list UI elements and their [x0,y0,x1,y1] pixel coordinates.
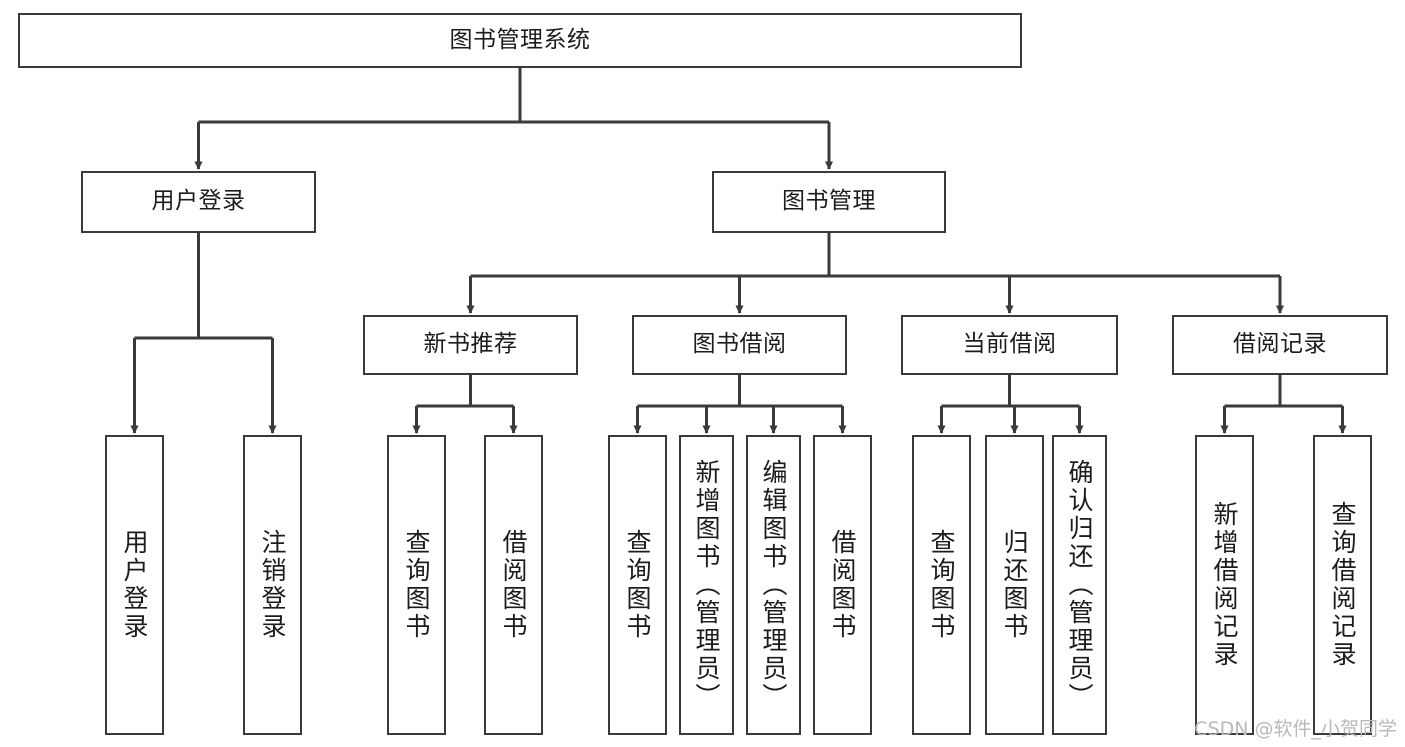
node-label: 注销登录 [258,529,287,641]
node-label: 新增图书（管理员） [692,459,721,711]
node-new-book-rec[interactable]: 新书推荐 [363,315,578,375]
node-leaf-return-book[interactable]: 归还图书 [985,435,1044,735]
node-leaf-query-record[interactable]: 查询借阅记录 [1313,435,1372,735]
node-book-borrow[interactable]: 图书借阅 [632,315,847,375]
node-leaf-confirm-return[interactable]: 确认归还（管理员） [1052,435,1107,735]
node-label: 借阅图书 [828,529,857,641]
node-leaf-add-record[interactable]: 新增借阅记录 [1195,435,1254,735]
node-leaf-user-logout[interactable]: 注销登录 [243,435,302,735]
node-label: 新增借阅记录 [1210,501,1239,669]
node-leaf-query-book-1[interactable]: 查询图书 [387,435,446,735]
node-label: 确认归还（管理员） [1065,459,1094,711]
node-current-borrow[interactable]: 当前借阅 [901,315,1118,375]
csdn-watermark: CSDN @软件_小贺同学 [1194,718,1397,740]
node-label: 查询图书 [623,529,652,641]
node-book-manage[interactable]: 图书管理 [712,171,946,233]
node-leaf-borrow-book-2[interactable]: 借阅图书 [813,435,872,735]
node-label: 图书管理系统 [449,26,591,53]
node-leaf-borrow-book-1[interactable]: 借阅图书 [484,435,543,735]
node-label: 新书推荐 [423,331,518,358]
node-label: 借阅图书 [499,529,528,641]
node-leaf-query-book-2[interactable]: 查询图书 [608,435,667,735]
node-label: 查询图书 [402,529,431,641]
node-label: 归还图书 [1000,529,1029,641]
node-root[interactable]: 图书管理系统 [18,13,1022,68]
node-leaf-user-login[interactable]: 用户登录 [105,435,164,735]
node-leaf-edit-book[interactable]: 编辑图书（管理员） [746,435,801,735]
node-label: 用户登录 [120,529,149,641]
node-leaf-add-book[interactable]: 新增图书（管理员） [679,435,734,735]
node-label: 查询图书 [927,529,956,641]
node-borrow-record[interactable]: 借阅记录 [1172,315,1388,375]
node-label: 图书借阅 [692,331,787,358]
node-label: 查询借阅记录 [1328,501,1357,669]
node-label: 编辑图书（管理员） [759,459,788,711]
node-user-login[interactable]: 用户登录 [81,171,316,233]
node-label: 用户登录 [151,188,246,215]
node-label: 图书管理 [782,188,876,215]
node-leaf-query-book-3[interactable]: 查询图书 [912,435,971,735]
node-label: 借阅记录 [1233,331,1327,358]
node-label: 当前借阅 [962,331,1057,358]
